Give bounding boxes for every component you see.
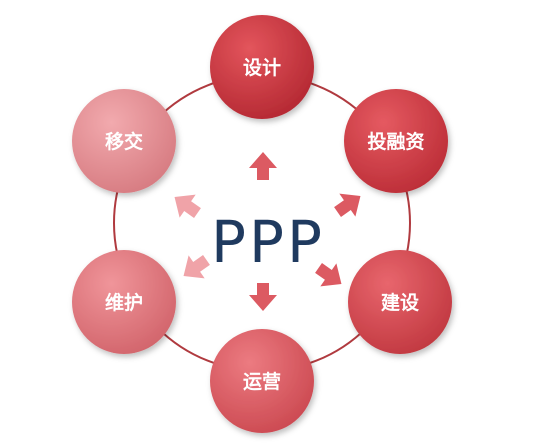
- node-investment-financing-label: 投融资: [367, 130, 424, 153]
- node-construction: 建设: [348, 250, 452, 354]
- node-design: 设计: [210, 15, 314, 119]
- arrow-to-maintenance: [183, 255, 210, 279]
- node-maintenance: 维护: [72, 250, 176, 354]
- arrow-to-operation: [249, 283, 277, 311]
- node-maintenance-label: 维护: [105, 291, 143, 314]
- node-transfer: 移交: [72, 89, 176, 193]
- node-investment-financing: 投融资: [344, 89, 448, 193]
- node-operation-label: 运营: [243, 370, 281, 393]
- node-design-label: 设计: [243, 57, 281, 79]
- arrow-to-transfer: [174, 194, 201, 218]
- arrows-group: [174, 152, 361, 311]
- node-transfer-label: 移交: [105, 130, 143, 153]
- arrow-to-investment-financing: [334, 193, 361, 217]
- node-operation: 运营: [210, 329, 314, 433]
- arrow-to-construction: [315, 263, 342, 287]
- node-construction-label: 建设: [381, 291, 419, 314]
- center-label: PPP: [211, 208, 325, 276]
- arrow-to-design: [249, 152, 277, 180]
